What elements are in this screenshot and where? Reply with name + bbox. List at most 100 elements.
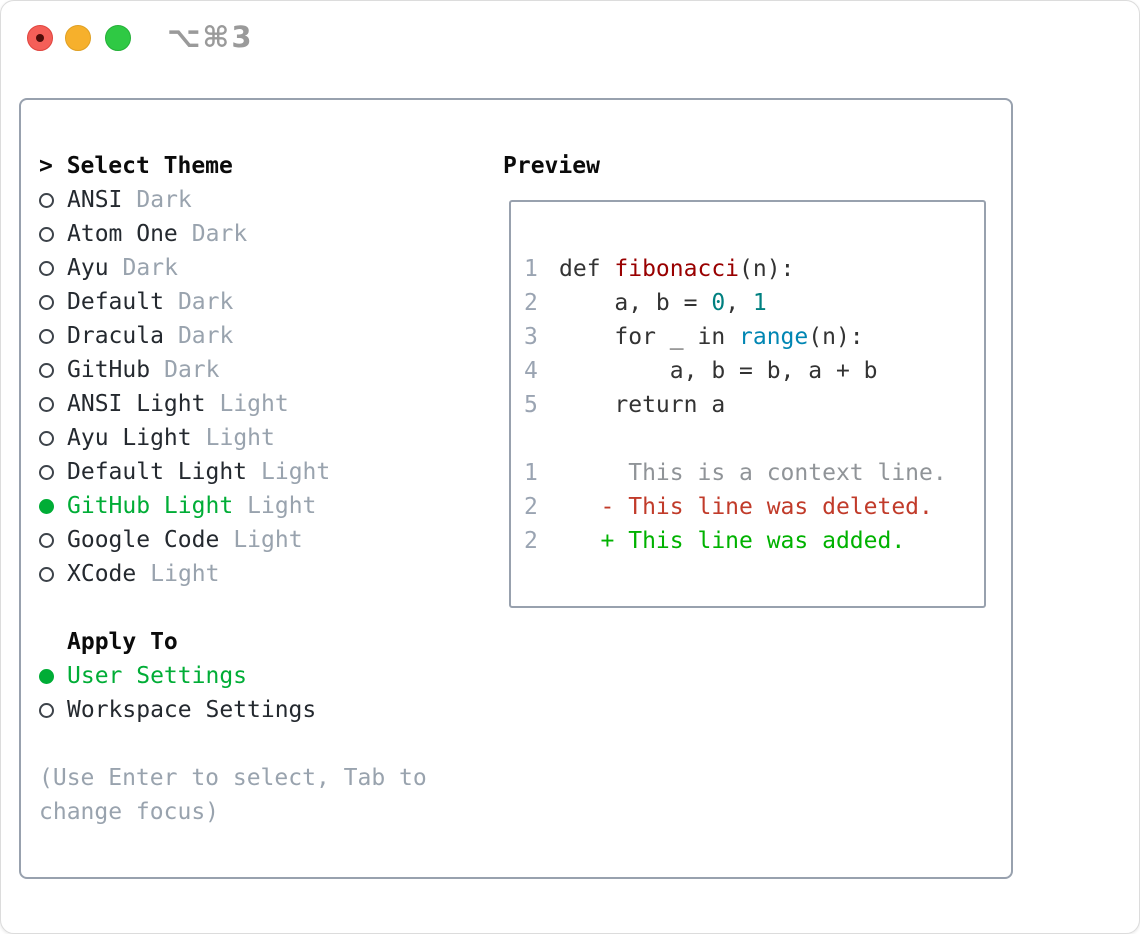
theme-option-xcode[interactable]: XCode Light bbox=[39, 557, 427, 591]
radio-off-icon bbox=[39, 261, 54, 276]
radio-off-icon bbox=[39, 465, 54, 480]
theme-option-atom-one-label: Atom One bbox=[67, 221, 178, 247]
hint-line-2: change focus) bbox=[39, 799, 220, 825]
line-number: 5 bbox=[524, 392, 538, 418]
preview-line: 3 for _ in range(n): bbox=[524, 320, 984, 354]
code-segment-code: (n): bbox=[808, 324, 864, 350]
theme-option-github-label: GitHub bbox=[67, 357, 151, 383]
preview-line bbox=[524, 422, 984, 456]
theme-option-github-light-label: GitHub Light bbox=[67, 493, 234, 519]
theme-option-ayu-light-variant: Light bbox=[205, 425, 275, 451]
code-segment-code: (n): bbox=[739, 256, 795, 282]
radio-off-icon bbox=[39, 363, 54, 378]
theme-option-github-light[interactable]: GitHub Light Light bbox=[39, 489, 427, 523]
theme-option-google-code-label: Google Code bbox=[67, 527, 220, 553]
apply-option-workspace-settings-label: Workspace Settings bbox=[67, 697, 317, 723]
radio-off-icon bbox=[39, 295, 54, 310]
line-number: 4 bbox=[524, 358, 538, 384]
spacer-line bbox=[39, 591, 427, 625]
code-segment-code: a, b = bbox=[559, 290, 712, 316]
close-button[interactable] bbox=[27, 25, 53, 51]
radio-off-icon bbox=[39, 431, 54, 446]
line-number: 2 bbox=[524, 528, 538, 554]
theme-option-google-code[interactable]: Google Code Light bbox=[39, 523, 427, 557]
apply-to-header: Apply To bbox=[67, 629, 178, 655]
apply-option-user-settings-label: User Settings bbox=[67, 663, 248, 689]
code-segment-num: 0 bbox=[711, 290, 726, 316]
theme-option-google-code-variant: Light bbox=[233, 527, 303, 553]
code-segment-code: a, b = b, a + b bbox=[559, 358, 878, 384]
apply-option-user-settings[interactable]: User Settings bbox=[39, 659, 427, 693]
theme-option-ayu-variant: Dark bbox=[122, 255, 178, 281]
preview-line: 5 return a bbox=[524, 388, 984, 422]
radio-off-icon bbox=[39, 227, 54, 242]
theme-option-ayu-light[interactable]: Ayu Light Light bbox=[39, 421, 427, 455]
theme-option-default-light-label: Default Light bbox=[67, 459, 248, 485]
code-segment-code: return a bbox=[559, 392, 726, 418]
theme-option-ansi-light-label: ANSI Light bbox=[67, 391, 206, 417]
line-number: 1 bbox=[524, 256, 538, 282]
minimize-button[interactable] bbox=[65, 25, 91, 51]
theme-option-ansi-light-variant: Light bbox=[219, 391, 289, 417]
hint-line-1: (Use Enter to select, Tab to bbox=[39, 765, 427, 791]
code-segment-code: def bbox=[559, 256, 615, 282]
preview-line: 1 This is a context line. bbox=[524, 456, 984, 490]
code-segment-context: This is a context line. bbox=[559, 460, 947, 486]
preview-line: 2 a, b = 0, 1 bbox=[524, 286, 984, 320]
select-theme-header: > Select Theme bbox=[39, 149, 427, 183]
close-dot-icon bbox=[36, 34, 44, 42]
code-segment-deleted: - This line was deleted. bbox=[559, 494, 933, 520]
theme-option-xcode-label: XCode bbox=[67, 561, 137, 587]
window-title: ⌥⌘3 bbox=[167, 20, 254, 54]
theme-option-ansi-variant: Dark bbox=[136, 187, 192, 213]
code-segment-code: for _ in bbox=[559, 324, 740, 350]
theme-option-ayu-label: Ayu bbox=[67, 255, 109, 281]
theme-option-default-light-variant: Light bbox=[261, 459, 331, 485]
code-segment-code: , bbox=[725, 290, 753, 316]
theme-option-dracula[interactable]: Dracula Dark bbox=[39, 319, 427, 353]
cursor-chevron-icon: > bbox=[39, 153, 67, 179]
theme-option-ayu[interactable]: Ayu Dark bbox=[39, 251, 427, 285]
radio-on-icon bbox=[39, 499, 54, 514]
theme-option-dracula-variant: Dark bbox=[177, 323, 234, 349]
theme-option-github-light-variant: Light bbox=[247, 493, 317, 519]
radio-off-icon bbox=[39, 533, 54, 548]
radio-off-icon bbox=[39, 397, 54, 412]
preview-line: 4 a, b = b, a + b bbox=[524, 354, 984, 388]
theme-option-github[interactable]: GitHub Dark bbox=[39, 353, 427, 387]
line-number: 1 bbox=[524, 460, 538, 486]
preview-header: Preview bbox=[503, 153, 600, 179]
radio-off-icon bbox=[39, 567, 54, 582]
theme-option-dracula-label: Dracula bbox=[67, 323, 164, 349]
code-segment-fn: fibonacci bbox=[614, 256, 740, 282]
line-number: 2 bbox=[524, 494, 538, 520]
theme-option-ayu-light-label: Ayu Light bbox=[67, 425, 192, 451]
code-segment-num: 1 bbox=[752, 290, 767, 316]
theme-option-default-label: Default bbox=[67, 289, 164, 315]
apply-option-workspace-settings[interactable]: Workspace Settings bbox=[39, 693, 427, 727]
theme-option-github-variant: Dark bbox=[164, 357, 220, 383]
code-segment-builtin: range bbox=[739, 324, 809, 350]
line-number: 2 bbox=[524, 290, 538, 316]
theme-option-xcode-variant: Light bbox=[150, 561, 220, 587]
line-number: 3 bbox=[524, 324, 538, 350]
theme-option-default-light[interactable]: Default Light Light bbox=[39, 455, 427, 489]
radio-off-icon bbox=[39, 703, 54, 718]
zoom-button[interactable] bbox=[105, 25, 131, 51]
radio-off-icon bbox=[39, 329, 54, 344]
select-theme-header-label: Select Theme bbox=[66, 153, 233, 179]
preview-line: 1 def fibonacci(n): bbox=[524, 252, 984, 286]
theme-option-ansi-light[interactable]: ANSI Light Light bbox=[39, 387, 427, 421]
preview-line: 2 + This line was added. bbox=[524, 524, 984, 558]
preview-line: 2 - This line was deleted. bbox=[524, 490, 984, 524]
